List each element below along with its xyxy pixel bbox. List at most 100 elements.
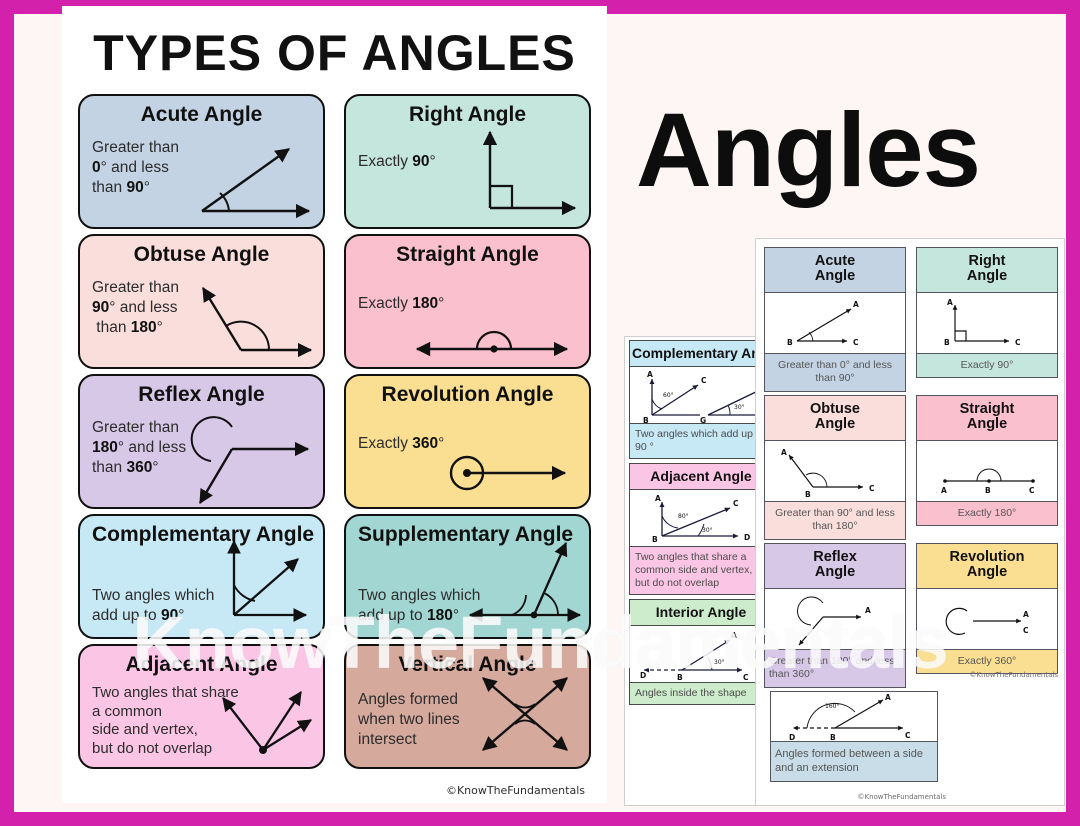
svg-text:C: C [869, 484, 875, 493]
svg-text:160°: 160° [825, 703, 839, 710]
svg-text:A: A [853, 300, 859, 309]
obtuse-angle-figure [201, 286, 313, 358]
svg-text:A: A [941, 486, 947, 495]
poster-credit: ©KnowTheFundamentals [445, 784, 585, 797]
card-title: Complementary Angle [92, 523, 315, 546]
mini2-acute-figure: A B C [765, 291, 905, 354]
reflex-angle-figure [190, 416, 310, 505]
svg-text:B: B [787, 338, 793, 347]
svg-text:C: C [743, 673, 749, 682]
svg-text:C: C [733, 499, 739, 508]
revolution-angle-figure [449, 455, 567, 491]
card-title: Straight Angle [396, 243, 539, 266]
card-title: Revolution Angle [381, 383, 554, 406]
angles-heading: Angles [636, 92, 981, 209]
mini-card-complementary[interactable]: Complementary Angle ABC FGI [629, 340, 775, 459]
mini2-card-description: Greater than 180° and less than 360° [765, 649, 905, 687]
svg-text:A: A [865, 606, 871, 615]
right-angle-figure [482, 130, 577, 216]
mini2-card-description: Angles formed between a side and an exte… [771, 742, 937, 781]
mini2-card-description: Exactly 180° [917, 501, 1057, 526]
svg-text:B: B [944, 338, 950, 347]
svg-text:B: B [652, 535, 658, 544]
mini2-card-description: Exactly 360° [917, 649, 1057, 674]
mini2-card-description: Greater than 90° and less than 180° [765, 501, 905, 539]
mini-card-description: Two angles that share a common side and … [630, 546, 772, 594]
mini-poster-exterior-credit: ©KnowTheFundamentals [857, 793, 947, 801]
mini-poster-right-credit: ©KnowTheFundamentals [969, 671, 1059, 679]
svg-text:A: A [1023, 610, 1029, 619]
supplementary-angle-figure [468, 541, 582, 622]
main-poster: TYPES OF ANGLES Acute Angle Greater than… [62, 6, 607, 803]
svg-text:A: A [655, 494, 661, 503]
mini-complementary-figure: ABC FGI 60°30° [630, 365, 775, 425]
straight-angle-figure [415, 330, 569, 357]
angle-card-straight[interactable]: Straight Angle Exactly 180° [344, 234, 591, 369]
mini-poster-center[interactable]: Complementary Angle ABC FGI [624, 336, 776, 806]
svg-text:C: C [853, 338, 859, 347]
svg-text:C: C [1029, 486, 1035, 495]
angle-card-revolution[interactable]: Revolution Angle Exactly 360° [344, 374, 591, 509]
angle-card-right[interactable]: Right Angle Exactly 90° [344, 94, 591, 229]
svg-text:A: A [781, 448, 787, 457]
svg-text:C: C [1015, 338, 1021, 347]
mini-card-description: Two angles which add up to 90 ° [630, 423, 772, 458]
mini-card-title: Complementary Angle [630, 341, 775, 366]
mini2-card-description: Exactly 90° [917, 353, 1057, 378]
svg-text:80°: 80° [678, 513, 689, 520]
card-title: Supplementary Angle [358, 523, 574, 546]
svg-text:B: B [677, 673, 683, 682]
vertical-angle-figure [482, 677, 568, 751]
page-title: TYPES OF ANGLES [93, 25, 576, 81]
card-title: Right Angle [408, 103, 527, 126]
card-description: Exactly 180° [358, 295, 445, 312]
card-title: Reflex Angle [138, 383, 265, 406]
adjacent-angle-figure [222, 691, 312, 754]
svg-text:C: C [701, 376, 707, 385]
svg-text:C: C [1023, 626, 1029, 635]
svg-text:D: D [789, 733, 795, 742]
svg-text:B: B [643, 416, 649, 425]
acute-angle-figure [201, 148, 311, 219]
svg-text:30°: 30° [702, 527, 713, 534]
svg-text:B: B [805, 490, 811, 499]
mini-card-description: Angles inside the shape [630, 682, 772, 704]
svg-text:C: C [905, 731, 911, 740]
card-title: Obtuse Angle [133, 243, 270, 266]
card-title: Acute Angle [140, 103, 263, 126]
